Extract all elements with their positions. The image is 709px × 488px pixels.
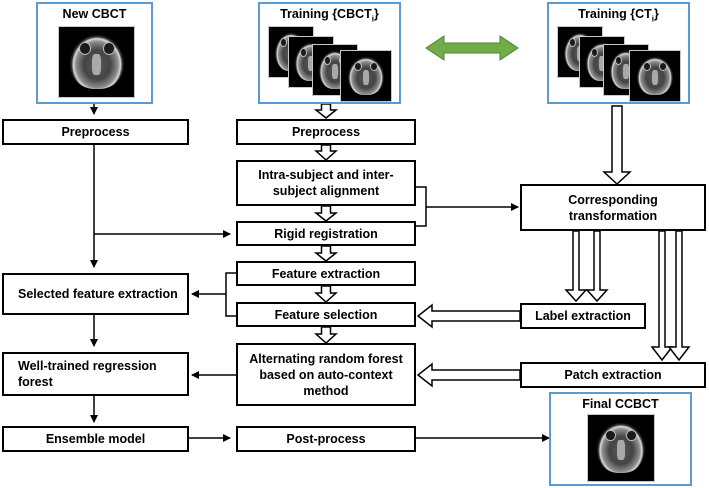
ct-scan-image [629, 50, 681, 102]
box-rigid-registration: Rigid registration [236, 221, 416, 246]
ct-scan-image [587, 414, 655, 482]
box-random-forest: Alternating random forest based on auto-… [236, 343, 416, 406]
box-selected-feature-extraction: Selected feature extraction [2, 273, 189, 315]
box-label-extraction: Label extraction [520, 303, 646, 329]
panel-final-ccbct: Final CCBCT [549, 392, 692, 486]
box-feature-selection: Feature selection [236, 302, 416, 327]
panel-title-training-ct: Training {CTi} [578, 7, 659, 24]
ct-scan-image [58, 26, 135, 98]
box-well-trained-forest: Well-trained regression forest [2, 352, 189, 396]
box-alignment: Intra-subject and inter-subject alignmen… [236, 160, 416, 206]
box-corresponding-transformation: Corresponding transformation [520, 184, 706, 231]
panel-title-new-cbct: New CBCT [62, 7, 127, 21]
box-center-preprocess: Preprocess [236, 119, 416, 145]
box-ensemble-model: Ensemble model [2, 426, 189, 452]
ct-scan-image [340, 50, 392, 102]
box-feature-extraction: Feature extraction [236, 261, 416, 286]
panel-title-final-ccbct: Final CCBCT [582, 397, 659, 411]
panel-training-ct: Training {CTi} [547, 2, 690, 104]
panel-training-cbct: Training {CBCTi} [258, 2, 401, 104]
box-patch-extraction: Patch extraction [520, 362, 706, 388]
panel-new-cbct: New CBCT [36, 2, 153, 104]
box-left-preprocess: Preprocess [2, 119, 189, 145]
box-post-process: Post-process [236, 426, 416, 452]
bidirectional-arrow [425, 35, 519, 61]
panel-title-training-cbct: Training {CBCTi} [280, 7, 379, 24]
